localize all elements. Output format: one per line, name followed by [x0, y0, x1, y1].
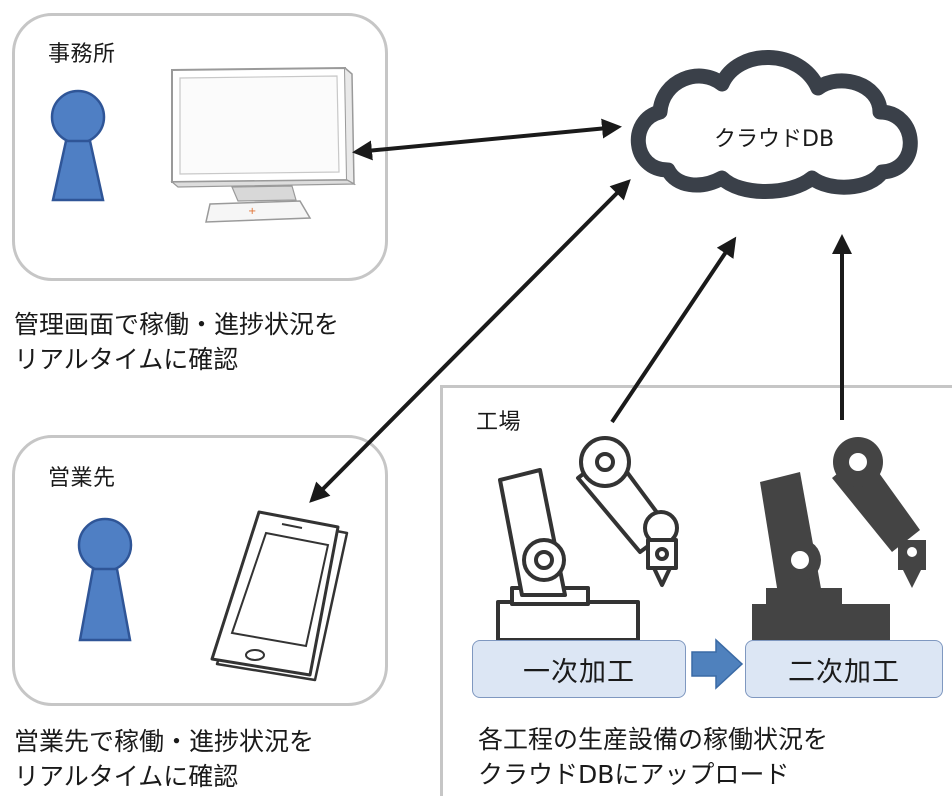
- sales-person-icon: [77, 517, 133, 642]
- process-box-secondary: 二次加工: [745, 640, 943, 698]
- robot-arm-2-icon: [752, 437, 926, 640]
- robot-arm-1-icon: [496, 436, 679, 642]
- factory-caption: 各工程の生産設備の稼働状況を クラウドDBにアップロード: [478, 722, 828, 792]
- arrow-phone-cloud: [309, 179, 631, 503]
- cloud-icon: [630, 50, 918, 199]
- office-person-icon: [50, 89, 106, 202]
- sales-caption: 営業先で稼働・進捗状況を リアルタイムに確認: [14, 724, 314, 794]
- sales-caption-line1: 営業先で稼働・進捗状況を: [14, 727, 315, 756]
- smartphone-icon: [210, 510, 349, 682]
- factory-caption-line1: 各工程の生産設備の稼働状況を: [478, 725, 829, 754]
- arrow-office-cloud: [352, 118, 622, 161]
- office-title: 事務所: [48, 42, 116, 67]
- arrows: [309, 118, 852, 503]
- office-caption-line2: リアルタイムに確認: [14, 345, 239, 374]
- factory-caption-line2: クラウドDBにアップロード: [478, 760, 790, 789]
- cloud-label: クラウドDB: [714, 127, 835, 152]
- sales-caption-line2: リアルタイムに確認: [14, 762, 239, 791]
- process-box-primary: 一次加工: [472, 640, 686, 698]
- arrow-robot1-cloud: [610, 236, 737, 424]
- office-caption: 管理画面で稼働・進捗状況を リアルタイムに確認: [14, 307, 339, 377]
- monitor-icon: +: [170, 66, 357, 223]
- sales-title: 営業先: [48, 466, 116, 491]
- process-arrow-icon: [691, 638, 744, 690]
- office-caption-line1: 管理画面で稼働・進捗状況を: [14, 310, 340, 339]
- svg-text:+: +: [248, 206, 256, 217]
